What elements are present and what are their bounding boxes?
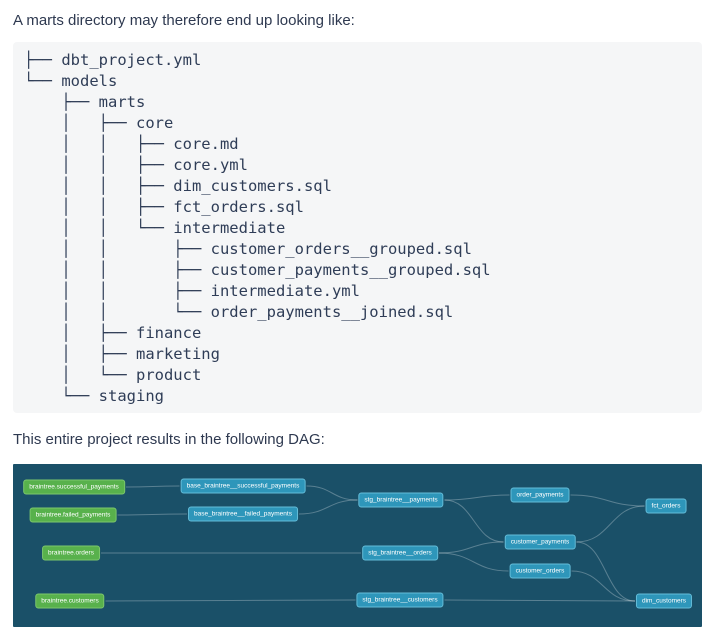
dag-edge-order_payments--fct_orders <box>570 494 645 507</box>
dag-node-stg_braintree__customers: stg_braintree__customers <box>356 592 444 608</box>
dag-node-stg_braintree__payments: stg_braintree__payments <box>358 492 444 508</box>
dag-node-braintree_customers: braintree.customers <box>35 593 105 609</box>
dag-edges <box>101 485 645 602</box>
dag-edge-stg_braintree__payments--order_payments <box>444 494 510 501</box>
dag-edge-customer_orders--dim_customers <box>571 570 636 602</box>
dag-edge-braintree_successful_payments--base_braintree__successful_payments <box>125 485 180 488</box>
dag-edge-braintree_customers--stg_braintree__customers <box>105 599 356 602</box>
dag-node-braintree_successful_payments: braintree.successful_payments <box>23 479 125 495</box>
dag-node-base_braintree__successful_payments: base_braintree__successful_payments <box>180 478 306 494</box>
dag-node-base_braintree__failed_payments: base_braintree__failed_payments <box>188 506 298 522</box>
dag-node-braintree_failed_payments: braintree.failed_payments <box>29 507 117 523</box>
code-block: ├── dbt_project.yml └── models ├── marts… <box>13 42 702 413</box>
dag-edge-stg_braintree__orders--customer_orders <box>438 552 509 572</box>
dag-edge-stg_braintree__customers--dim_customers <box>444 599 636 602</box>
dag-node-dim_customers: dim_customers <box>635 593 693 609</box>
dag-node-order_payments: order_payments <box>510 487 570 503</box>
dag-node-stg_braintree__orders: stg_braintree__orders <box>362 545 438 561</box>
dag-edge-customer_payments--dim_customers <box>576 541 636 602</box>
dag-node-customer_payments: customer_payments <box>504 534 576 550</box>
dag-node-braintree_orders: braintree.orders <box>42 545 100 561</box>
dag-edge-base_braintree__failed_payments--stg_braintree__payments <box>298 499 358 515</box>
dag-node-customer_orders: customer_orders <box>509 563 571 579</box>
dag-edge-customer_payments--fct_orders <box>576 505 645 543</box>
dag-edge-braintree_failed_payments--base_braintree__failed_payments <box>117 513 188 516</box>
dag-image: braintree.successful_payments base_braint… <box>13 464 702 627</box>
dag-edge-stg_braintree__orders--customer_payments <box>438 541 504 554</box>
dag-edge-stg_braintree__payments--customer_payments <box>444 499 504 543</box>
intro-paragraph: A marts directory may therefore end up l… <box>13 12 355 29</box>
dag-edge-base_braintree__successful_payments--stg_braintree__payments <box>306 485 358 501</box>
directory-tree: ├── dbt_project.yml └── models ├── marts… <box>24 51 491 405</box>
dag-node-fct_orders: fct_orders <box>645 498 687 514</box>
dag-intro-paragraph: This entire project results in the follo… <box>13 431 325 448</box>
